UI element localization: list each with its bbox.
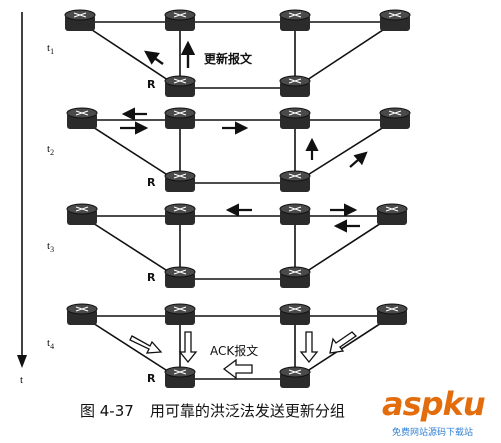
watermark-subtext: 免费网站源码下载站 [392, 428, 474, 438]
ack-arrow-left [222, 358, 253, 380]
router-icon [164, 266, 196, 288]
router-icon [164, 203, 196, 225]
routers [64, 9, 411, 388]
aspku-watermark: aspku 免费网站源码下载站 [382, 385, 499, 441]
panel-t1 [79, 21, 396, 89]
router-icon [164, 75, 196, 97]
router-r-label-t2: R [147, 176, 156, 189]
time-label-t4: t4 [47, 337, 55, 352]
update-message-label: 更新报文 [204, 52, 253, 66]
time-axis-label: t [20, 374, 24, 386]
ack-message-label: ACK报文 [210, 344, 259, 358]
caption-text: 用可靠的洪泛法发送更新分组 [149, 402, 345, 420]
time-label-t3: t3 [47, 240, 55, 255]
router-icon [164, 366, 196, 388]
panel-t3 [81, 203, 393, 280]
ack-arrows-t4 [129, 331, 358, 380]
links-t1 [79, 21, 396, 89]
router-r-label-t3: R [147, 271, 156, 284]
router-icon [164, 170, 196, 192]
router-icon [66, 203, 98, 225]
router-icon [279, 303, 311, 325]
router-r-label-t1: R [147, 78, 156, 91]
arrows-t3 [225, 203, 360, 233]
router-r-label-t4: R [147, 372, 156, 385]
watermark-logo: aspku [382, 385, 486, 423]
time-label-t1: t1 [47, 42, 55, 57]
ack-arrow-down-left [178, 331, 198, 364]
router-icon [64, 9, 96, 31]
router-icon [164, 107, 196, 129]
router-icon [279, 266, 311, 288]
router-icon [379, 107, 411, 129]
ack-arrow-diagonal-left [129, 335, 163, 354]
arrows-t1 [144, 40, 196, 68]
router-icon [279, 9, 311, 31]
router-icon [164, 9, 196, 31]
figure-number: 图 4-37 [80, 402, 134, 420]
router-icon [66, 303, 98, 325]
router-icon [279, 366, 311, 388]
update-arrow-diagonal [144, 50, 164, 65]
panel-t2 [81, 107, 396, 184]
router-icon [376, 203, 408, 225]
router-icon [279, 203, 311, 225]
arrows-t2 [120, 107, 368, 168]
router-icon [164, 303, 196, 325]
links-t2 [81, 119, 396, 184]
ack-arrow-down-right [299, 331, 319, 364]
ack-arrow-diagonal-right [329, 331, 358, 354]
figure-caption: 图 4-37 用可靠的洪泛法发送更新分组 [80, 400, 345, 421]
router-icon [279, 75, 311, 97]
time-axis [17, 12, 27, 368]
time-label-t2: t2 [47, 143, 55, 158]
router-icon [279, 107, 311, 129]
router-icon [376, 303, 408, 325]
router-icon [279, 170, 311, 192]
router-icon [66, 107, 98, 129]
router-icon [379, 9, 411, 31]
